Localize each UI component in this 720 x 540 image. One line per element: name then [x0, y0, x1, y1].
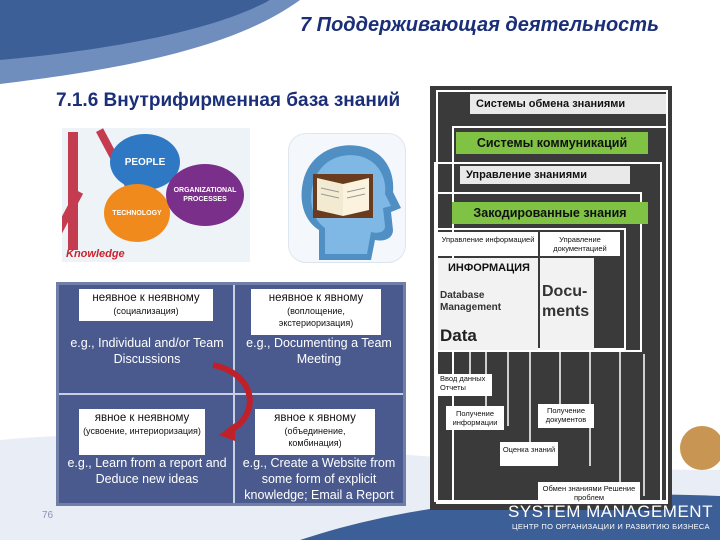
slide-title: 7.1.6 Внутрифирменная база знаний	[56, 90, 401, 111]
label-knowledge-management: Управление знаниями	[460, 166, 630, 184]
label-information: ИНФОРМАЦИЯ	[448, 262, 530, 274]
label-information-management: Управление информацией	[438, 232, 538, 256]
label-get-information: Получение информации	[446, 406, 504, 430]
label-data: Data	[440, 326, 477, 345]
label-knowledge-exchange: Обмен знаниями Решение проблем	[538, 482, 640, 504]
label-communication-systems: Системы коммуникаций	[456, 132, 648, 154]
information-box	[438, 258, 538, 350]
matrix-cell-explicit-tacit-example: e.g., Learn from a report and Deduce new…	[67, 456, 227, 486]
knowledge-matrix: неявное к неявному (социализация) e.g., …	[56, 282, 406, 506]
knowledge-caption: Knowledge	[66, 248, 125, 260]
label-get-documents: Получение документов	[538, 404, 594, 428]
technology-bubble: TECHNOLOGY	[104, 184, 170, 242]
label-data-input-reports: Ввод данных Отчеты	[438, 374, 492, 396]
brand-logo: SYSTEM MANAGEMENT	[508, 502, 713, 521]
label-knowledge-assessment: Оценка знаний	[500, 442, 558, 466]
conversion-arrow-icon	[212, 362, 253, 441]
head-book-icon	[288, 133, 406, 263]
label-document-management: Управление документацией	[540, 232, 620, 256]
people-bubble: PEOPLE	[110, 134, 180, 190]
matrix-cell-explicit-tacit-label: явное к неявному (усвоение, интериоризац…	[79, 409, 205, 455]
matrix-cell-tacit-tacit-label: неявное к неявному (социализация)	[79, 289, 213, 321]
section-title: 7 Поддерживающая деятельность	[300, 14, 659, 36]
documents-box	[540, 258, 594, 350]
page-number: 76	[42, 510, 54, 521]
organizational-bubble: ORGANIZATIONAL PROCESSES	[166, 164, 244, 226]
knowledge-image: PEOPLE TECHNOLOGY ORGANIZATIONAL PROCESS…	[62, 128, 250, 262]
matrix-cell-tacit-explicit-label: неявное к явному (воплощение, экстериори…	[251, 289, 381, 335]
matrix-cell-explicit-explicit-example: e.g., Create a Website from some form of…	[242, 456, 396, 502]
label-documents: Docu- ments	[542, 283, 590, 320]
matrix-cell-tacit-explicit-example: e.g., Documenting a Team Meeting	[246, 336, 392, 366]
label-codified-knowledge: Закодированные знания	[452, 202, 648, 224]
label-database-management: Database Management	[440, 290, 502, 313]
brand-subtitle: ЦЕНТР ПО ОРГАНИЗАЦИИ И РАЗВИТИЮ БИЗНЕСА	[512, 522, 710, 531]
matrix-cell-tacit-tacit-example: e.g., Individual and/or Team Discussions	[70, 336, 224, 366]
matrix-cell-explicit-explicit-label: явное к явному (объединение, комбинация)	[255, 409, 375, 455]
knowledge-systems-diagram: Системы обмена знаниями Системы коммуник…	[430, 86, 672, 510]
matrix-divider-horizontal	[59, 393, 403, 395]
label-knowledge-exchange-systems: Системы обмена знаниями	[470, 94, 666, 114]
